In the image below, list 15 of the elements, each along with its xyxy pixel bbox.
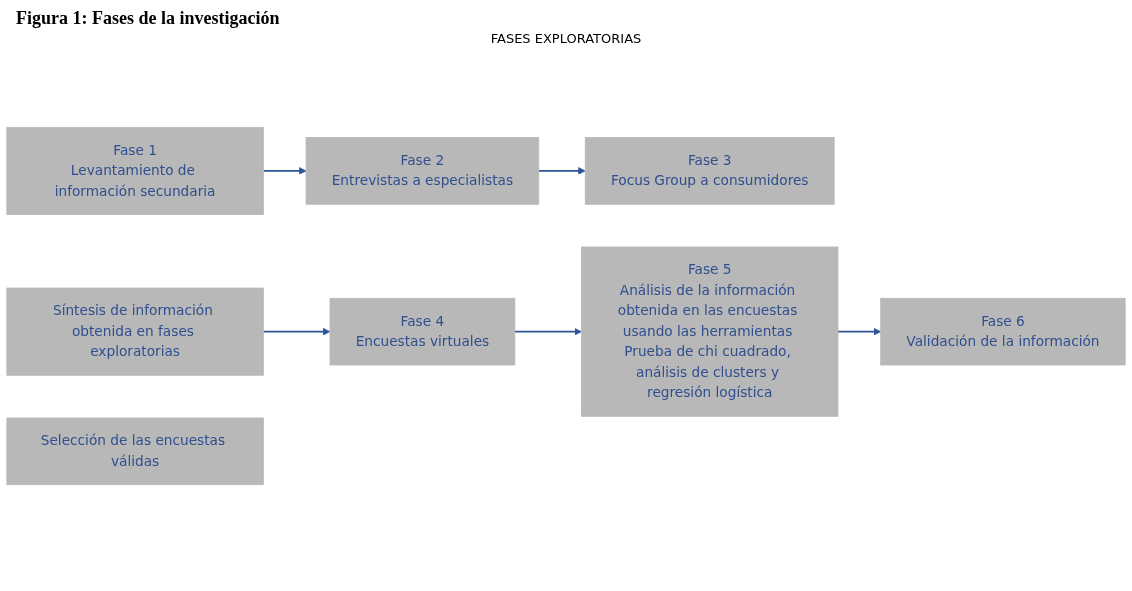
node-box: Fase 1 Levantamiento de información secundaria bbox=[6, 126, 264, 215]
node-box: Fase 4 Encuestas virtuales bbox=[329, 297, 516, 366]
arrow bbox=[837, 327, 882, 336]
arrow bbox=[262, 327, 331, 336]
arrow bbox=[262, 167, 307, 175]
arrow bbox=[537, 167, 586, 175]
node-box: Fase 3 Focus Group a consumidores bbox=[584, 137, 835, 205]
node-box: Fase 2 Entrevistas a especialistas bbox=[305, 137, 540, 205]
node-box: Fase 6 Validación de la información bbox=[880, 297, 1126, 366]
arrow bbox=[513, 327, 582, 336]
bracket-label: FASES EXPLORATORIAS bbox=[490, 31, 642, 46]
node-box: Selección de las encuestas válidas bbox=[6, 417, 264, 486]
node-box: Síntesis de información obtenida en fases exploratorias bbox=[6, 287, 264, 376]
figure-title: Figura 1: Fases de la investigación bbox=[16, 8, 281, 29]
node-box: Fase 5 Análisis de la información obtenida en las encuestas usando las herramientas Prueba de chi cuadrado, análisis de clusters y regresión logística bbox=[581, 246, 839, 417]
